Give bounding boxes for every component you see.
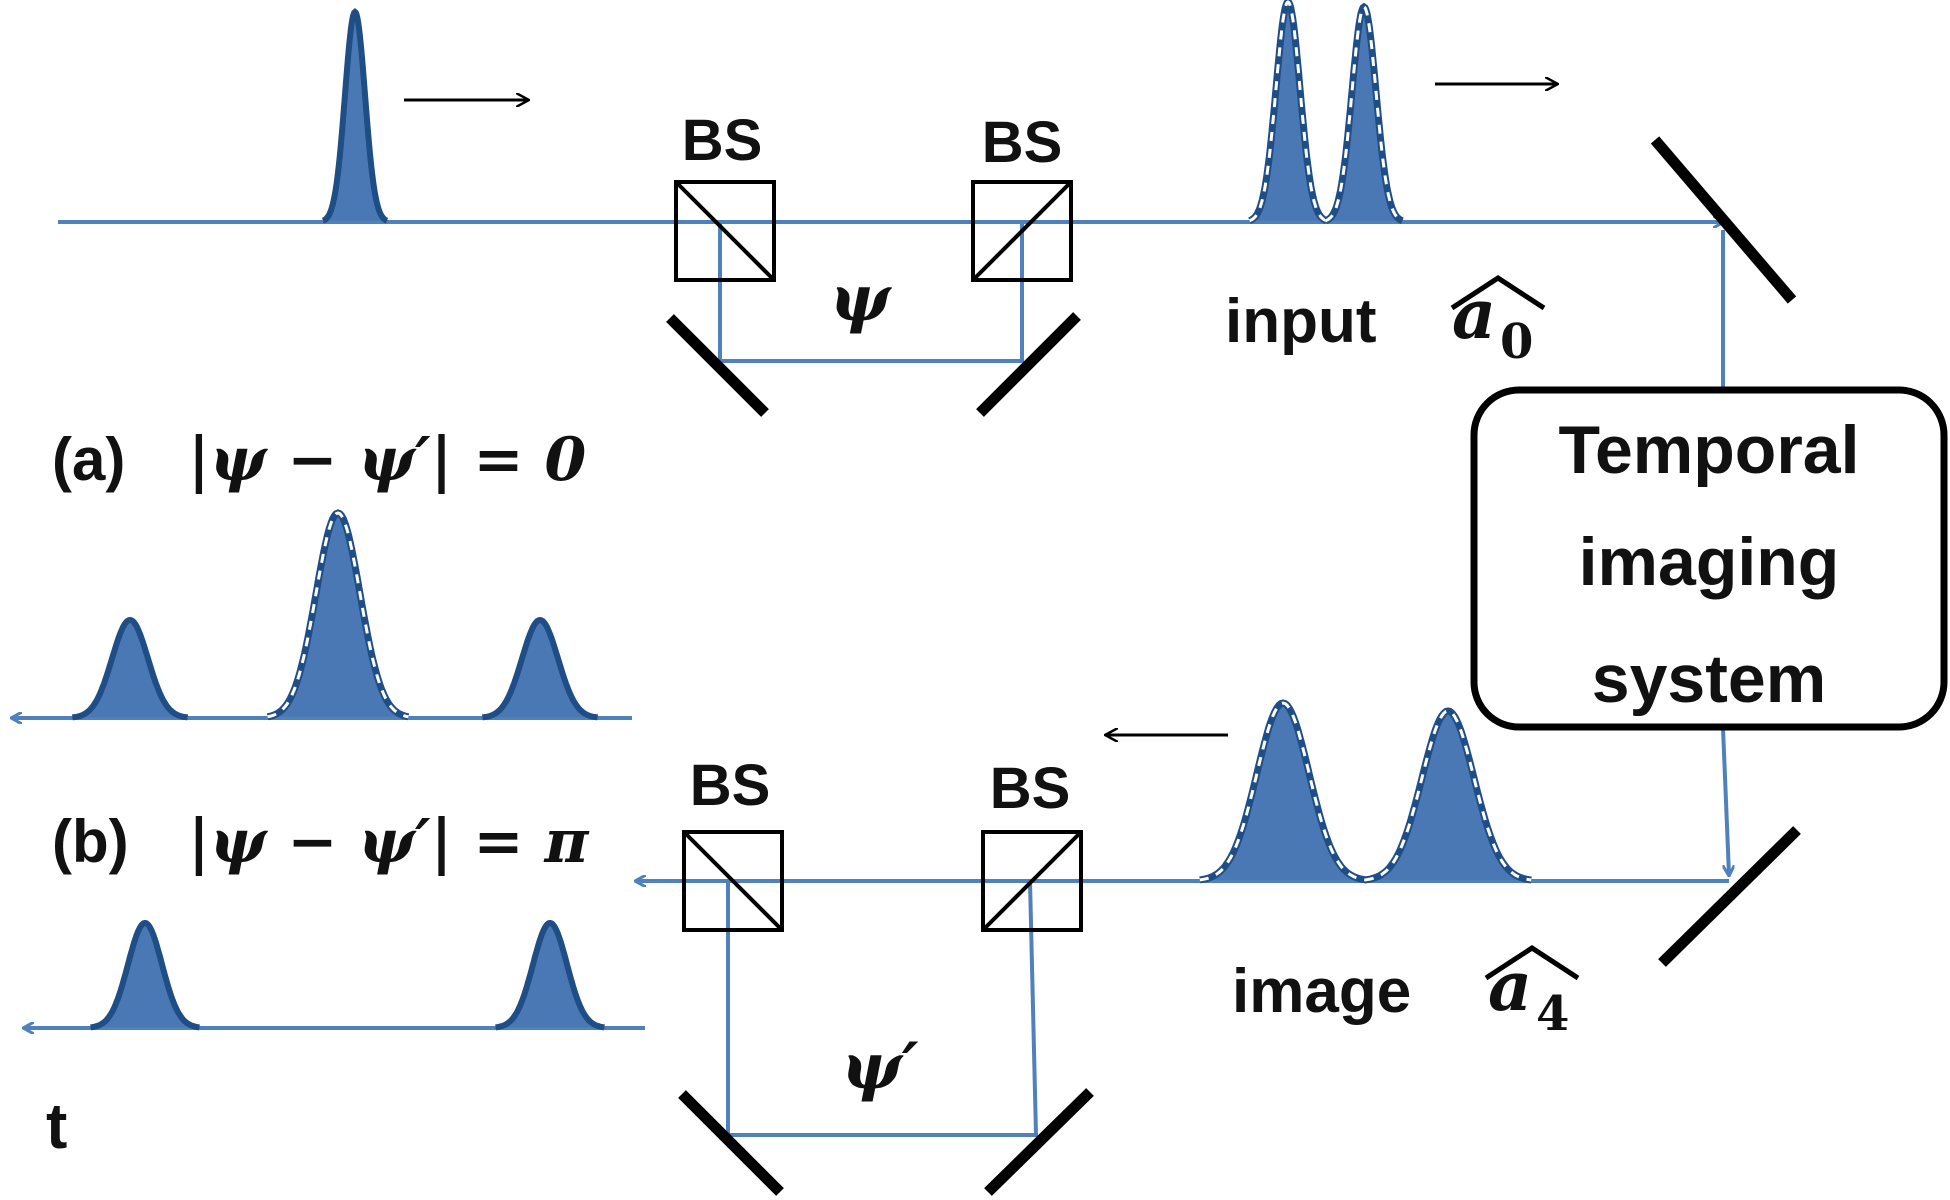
mirror-bottom-delay-left bbox=[678, 1090, 784, 1196]
panel-b-tag: (b) bbox=[52, 808, 129, 875]
pulse-input-copy-2-fill bbox=[1325, 7, 1403, 221]
bs-bottom-left bbox=[682, 830, 784, 932]
image-operator: a 4 bbox=[1484, 945, 1580, 1042]
pulse-a-left bbox=[71, 616, 189, 721]
psi-label-top: ψ bbox=[830, 261, 892, 336]
imaging-box-line-1: Temporal bbox=[1558, 412, 1859, 488]
pulse-image-2-dashed-outline bbox=[1364, 709, 1532, 882]
pulse-a-center-dashed-outline bbox=[267, 511, 409, 719]
mirror-fold-top bbox=[1650, 136, 1797, 304]
pulse-icon bbox=[71, 0, 1532, 1031]
pulse-input-fill bbox=[323, 12, 387, 221]
mirror-top-delay-left bbox=[666, 314, 769, 417]
pulse-image-1-fill bbox=[1199, 703, 1367, 880]
psi-label-bottom: ψ′ bbox=[841, 1029, 918, 1104]
bs-label-bottom-left: BS bbox=[690, 753, 771, 818]
pulse-input-copy-1-dashed-outline bbox=[1249, 0, 1327, 223]
pulse-input-copy-2-dashed-outline bbox=[1325, 5, 1403, 223]
panel-a-tag: (a) bbox=[52, 426, 125, 493]
pulse-b-left bbox=[90, 919, 200, 1031]
image-label: image bbox=[1232, 957, 1411, 1026]
arrow-icon bbox=[404, 84, 1557, 735]
imaging-box-line-3: system bbox=[1592, 641, 1826, 717]
pulse-a-left-fill bbox=[72, 620, 188, 718]
mirror-fold-bottom bbox=[1658, 826, 1801, 967]
time-axis-label: t bbox=[46, 1090, 67, 1162]
bs-label-bottom-right: BS bbox=[990, 756, 1071, 821]
beam-splitter-icon bbox=[674, 180, 1083, 932]
mirror-icon bbox=[666, 136, 1801, 1196]
mirror-top-delay-right bbox=[976, 312, 1081, 417]
bs-label-top-left: BS bbox=[682, 108, 763, 173]
input-operator: a 0 bbox=[1450, 275, 1546, 370]
top-delay-arm bbox=[718, 222, 1024, 363]
input-label: input bbox=[1225, 287, 1377, 356]
imaging-box-line-2: imaging bbox=[1579, 524, 1840, 600]
bs-top-right bbox=[971, 180, 1073, 282]
input-operator-sub: 0 bbox=[1500, 314, 1533, 370]
panel-a-expression: |ψ − ψ′| = 0 bbox=[188, 425, 587, 495]
pulse-image-1-dashed-outline bbox=[1199, 701, 1367, 882]
beam-paths bbox=[12, 222, 1729, 1137]
image-operator-sub: 4 bbox=[1536, 986, 1569, 1042]
bs-label-top-right: BS bbox=[982, 110, 1063, 175]
pulse-b-left-fill bbox=[90, 923, 200, 1028]
input-operator-base: a bbox=[1452, 275, 1496, 355]
mirror-bottom-delay-right bbox=[984, 1088, 1094, 1196]
pulse-input bbox=[321, 8, 389, 224]
pulse-a-center-fill bbox=[267, 513, 409, 717]
bs-bottom-right bbox=[981, 830, 1083, 932]
panel-b-expression: |ψ − ψ′| = π bbox=[188, 807, 590, 877]
bs-top-left bbox=[674, 180, 776, 282]
pulse-image-2-fill bbox=[1364, 711, 1532, 880]
pulse-input-copy-1-fill bbox=[1249, 2, 1327, 221]
beam-from-imaging bbox=[1721, 727, 1729, 875]
bottom-delay-arm bbox=[726, 880, 1039, 1137]
imaging-system-box bbox=[1470, 386, 1948, 731]
pulse-b-right bbox=[495, 919, 605, 1031]
pulse-a-right-fill bbox=[482, 620, 598, 718]
pulse-a-right bbox=[481, 616, 599, 721]
pulse-b-right-fill bbox=[495, 923, 605, 1028]
image-operator-base: a bbox=[1488, 947, 1532, 1027]
